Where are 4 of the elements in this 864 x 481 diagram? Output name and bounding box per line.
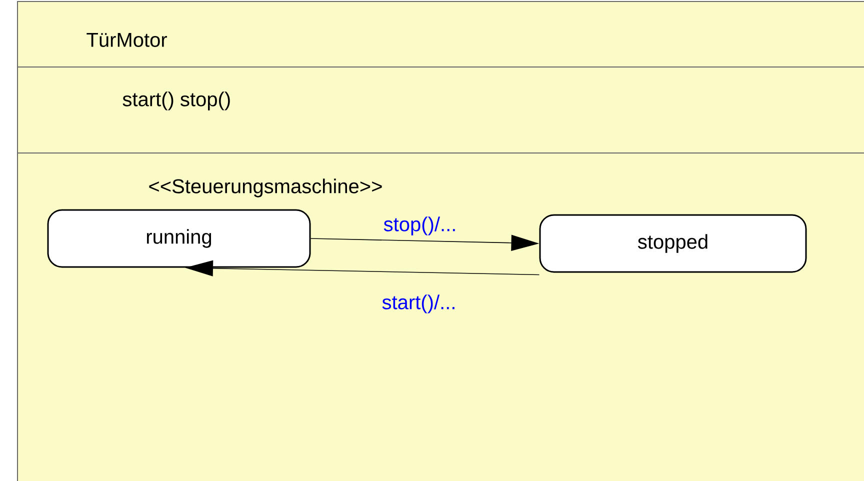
state-box: stopped (539, 214, 807, 273)
edge-label: stop()/... (382, 216, 458, 236)
state-box: running (47, 209, 311, 268)
edge-label: start()/... (380, 294, 458, 314)
